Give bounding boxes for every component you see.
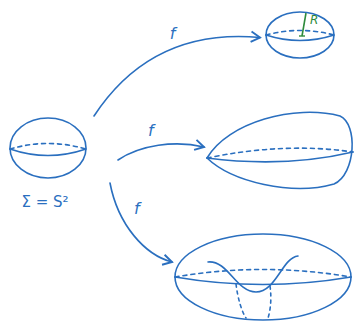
surface-outline [264, 10, 336, 60]
torus-bump-hidden [236, 284, 271, 318]
map-arrow [110, 183, 172, 262]
map-label: f [170, 25, 176, 43]
torus-equator-back [175, 270, 351, 278]
map-arrow [118, 144, 204, 160]
equator-front [207, 152, 353, 162]
ellipsoid-node: R [264, 10, 336, 60]
torus-bump [208, 256, 298, 292]
sphere-node: Σ = S² [8, 116, 90, 212]
map-arrow [94, 36, 260, 116]
radius-label: R [310, 14, 318, 27]
torus-surface [175, 234, 351, 320]
equator-back [207, 148, 353, 158]
map-label: f [134, 200, 140, 218]
map-label: f [148, 122, 154, 140]
elongated-surface [207, 112, 352, 188]
torus-equator-front [175, 277, 351, 285]
surface-label: Σ = S² [21, 194, 68, 211]
